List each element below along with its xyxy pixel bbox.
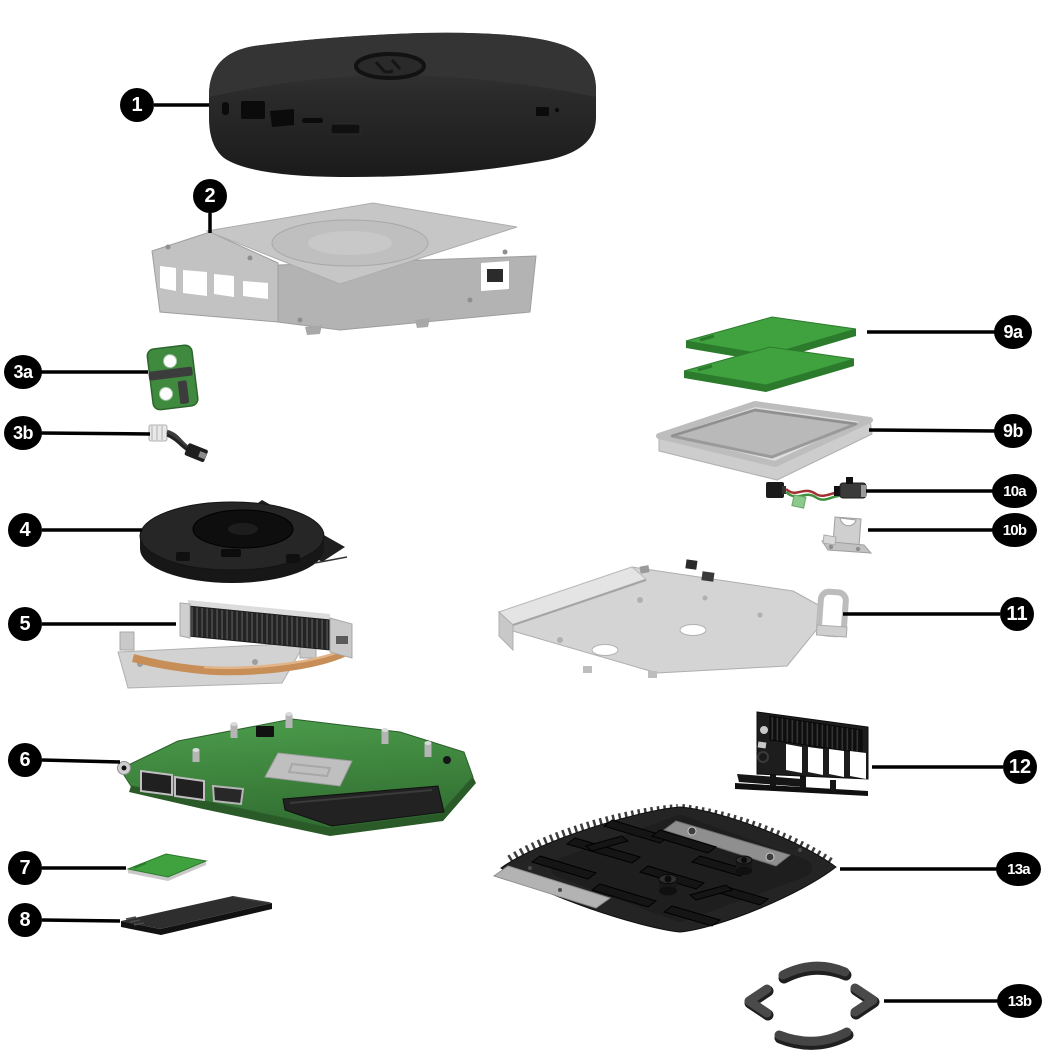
bracket-cutouts bbox=[786, 744, 866, 779]
part-fan bbox=[139, 500, 348, 583]
part-chassis-shield bbox=[151, 202, 537, 335]
rear-port-cutouts bbox=[160, 261, 509, 299]
cover-posts bbox=[658, 855, 753, 896]
part-power-connector-cable bbox=[766, 477, 867, 509]
cover-ribs bbox=[530, 819, 770, 927]
callout-11-badge: 11 bbox=[1000, 597, 1034, 631]
callout-2-badge: 2 bbox=[193, 179, 227, 213]
callout-13a-badge: 13a bbox=[996, 852, 1041, 886]
part-bottom-cover bbox=[492, 804, 837, 933]
front-ports bbox=[222, 101, 560, 135]
callout-9a-badge: 9a bbox=[994, 315, 1032, 349]
part-memory-shield bbox=[656, 401, 873, 481]
callout-6-badge: 6 bbox=[8, 743, 42, 777]
hp-logo-icon bbox=[354, 52, 426, 80]
part-connector-bracket bbox=[821, 516, 873, 554]
pan-handle bbox=[815, 588, 849, 638]
board-ports bbox=[117, 761, 245, 806]
callout-13b-badge: 13b bbox=[997, 984, 1042, 1018]
leader-line-3b bbox=[39, 431, 151, 436]
callout-7-badge: 7 bbox=[8, 851, 42, 885]
callout-4-badge: 4 bbox=[8, 513, 42, 547]
part-rear-io-bracket bbox=[735, 711, 869, 796]
leader-line-8 bbox=[41, 918, 121, 923]
callout-5-badge: 5 bbox=[8, 607, 42, 641]
part-top-cover bbox=[209, 32, 596, 178]
standoffs bbox=[192, 712, 432, 762]
callout-10b-badge: 10b bbox=[992, 513, 1037, 547]
part-heat-sink bbox=[117, 600, 353, 689]
callout-10a-badge: 10a bbox=[992, 474, 1037, 508]
part-base-pan bbox=[498, 559, 849, 678]
leader-lines bbox=[39, 103, 1003, 1003]
callout-3b-badge: 3b bbox=[4, 416, 42, 450]
callout-12-badge: 12 bbox=[1003, 750, 1037, 784]
part-ssd bbox=[121, 896, 272, 935]
callout-9b-badge: 9b bbox=[994, 414, 1032, 448]
callout-8-badge: 8 bbox=[8, 903, 42, 937]
part-wireless-module bbox=[126, 853, 208, 881]
callout-1-badge: 1 bbox=[120, 88, 154, 122]
part-board-cable bbox=[148, 424, 208, 463]
part-rubber-feet bbox=[744, 961, 880, 1050]
leader-line-6 bbox=[41, 758, 121, 764]
leader-line-9b bbox=[868, 428, 997, 433]
part-card-reader-board bbox=[146, 344, 199, 411]
screws bbox=[165, 244, 508, 323]
part-memory-modules bbox=[683, 316, 857, 392]
part-system-board bbox=[117, 712, 476, 836]
callout-3a-badge: 3a bbox=[4, 355, 42, 389]
